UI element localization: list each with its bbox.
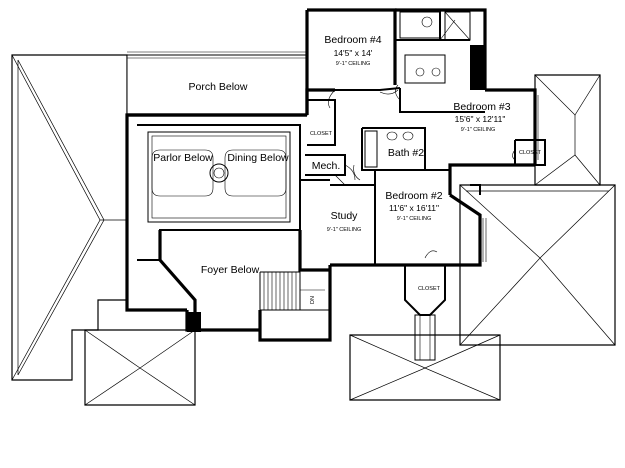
roof-outline-left [11,54,128,381]
door-swings [328,19,516,259]
room-label-bedroom4: Bedroom #4 [324,34,381,46]
room-label-mech: Mech. [312,160,341,172]
room-size-bedroom3: 15'6" x 12'11" [455,114,506,124]
room-size-bedroom4: 14'5" x 14' [334,48,373,58]
room-ceiling-study: 9'-1" CEILING [327,227,362,233]
stair [263,272,325,310]
room-label-study: Study [331,210,359,222]
roof-outline-bottom-right [459,184,616,346]
windows [482,95,539,262]
bottom-closet-column [414,314,436,361]
room-size-bedroom2: 11'6" x 16'11" [389,203,439,213]
room-ceiling-bedroom4: 9'-1" CEILING [336,61,371,67]
room-label-bedroom3: Bedroom #3 [453,101,510,113]
porch-area [126,10,309,117]
room-label-bath2: Bath #2 [388,147,424,159]
roof-outline-right [534,74,601,186]
room-label-bedroom2: Bedroom #2 [385,190,442,202]
stair-dn-label: DN [310,296,316,304]
bath-fixtures [364,11,471,168]
area-label-foyer: Foyer Below [201,264,260,276]
area-label-dining: Dining Below [227,152,289,164]
room-ceiling-bedroom2: 9'-1" CEILING [397,216,432,222]
area-label-parlor: Parlor Below [153,152,213,164]
wall-column [470,45,484,90]
wall-column [187,312,201,332]
roof-outline-bottom-center [349,334,501,401]
area-label-porch: Porch Below [189,81,248,93]
room-ceiling-bedroom3: 9'-1" CEILING [461,127,496,133]
closet-label-left: CLOSET [310,131,333,137]
ceiling-detail [147,131,291,223]
closet-label-right: CLOSET [519,150,542,156]
roof-outline-bottom-left [84,329,196,406]
closet-label-bottom: CLOSET [418,286,441,292]
